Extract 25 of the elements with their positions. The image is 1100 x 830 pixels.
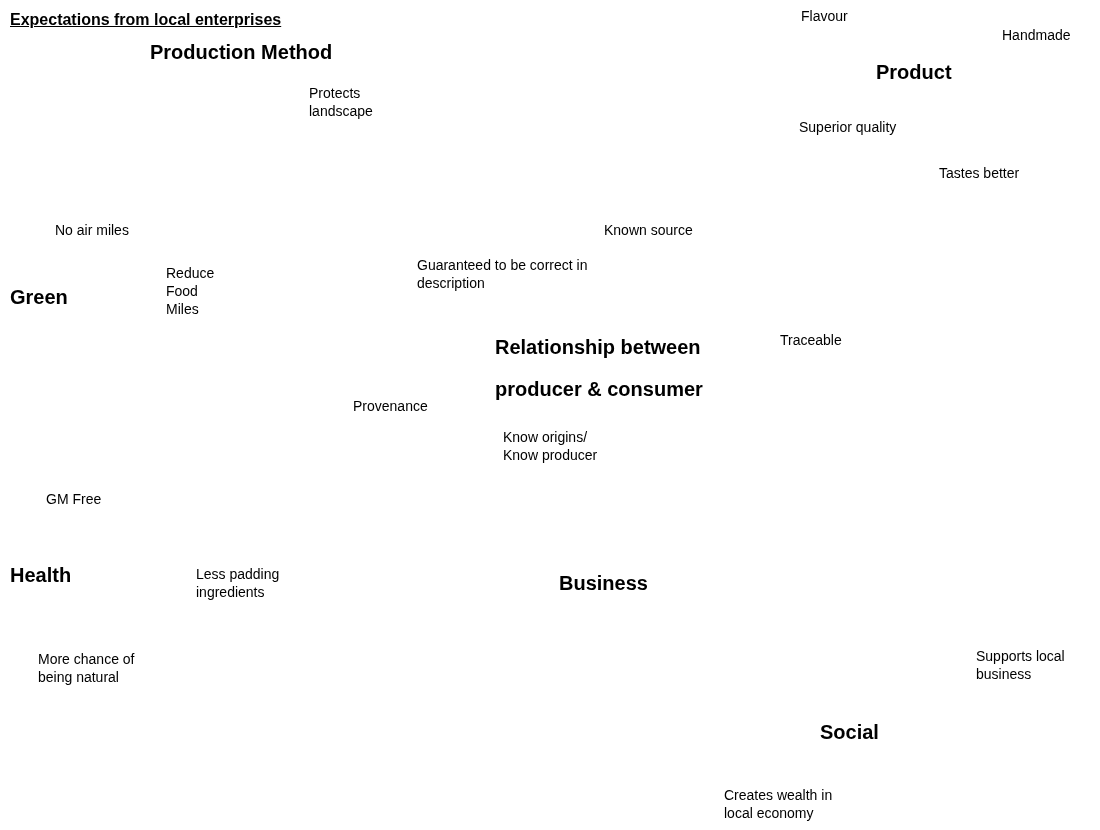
- category-heading: Product: [876, 60, 952, 84]
- text-label: Less padding ingredients: [196, 565, 281, 601]
- text-label: Handmade: [1002, 26, 1071, 44]
- category-heading: Green: [10, 285, 68, 309]
- category-heading: Business: [559, 571, 648, 595]
- text-label: More chance of being natural: [38, 650, 136, 686]
- text-label: Creates wealth in local economy: [724, 786, 834, 822]
- text-label: Protects landscape: [309, 84, 374, 120]
- diagram-title: Expectations from local enterprises: [10, 11, 282, 29]
- text-label: Supports local business: [976, 647, 1066, 683]
- text-label: No air miles: [55, 221, 129, 239]
- text-label: Traceable: [780, 331, 842, 349]
- text-label: Reduce Food Miles: [166, 264, 216, 318]
- text-label: Guaranteed to be correct in description: [417, 256, 589, 292]
- text-label: GM Free: [46, 490, 102, 508]
- category-heading: Social: [820, 720, 879, 744]
- category-heading: Production Method: [150, 40, 333, 64]
- text-label: Known source: [604, 221, 693, 239]
- text-label: Flavour: [801, 7, 848, 25]
- text-label: Provenance: [353, 397, 428, 415]
- category-heading: Relationship between producer & consumer: [495, 335, 704, 402]
- text-label: Superior quality: [799, 118, 897, 136]
- text-label: Know origins/ Know producer: [503, 428, 599, 464]
- category-heading: Health: [10, 563, 72, 587]
- text-label: Tastes better: [939, 164, 1020, 182]
